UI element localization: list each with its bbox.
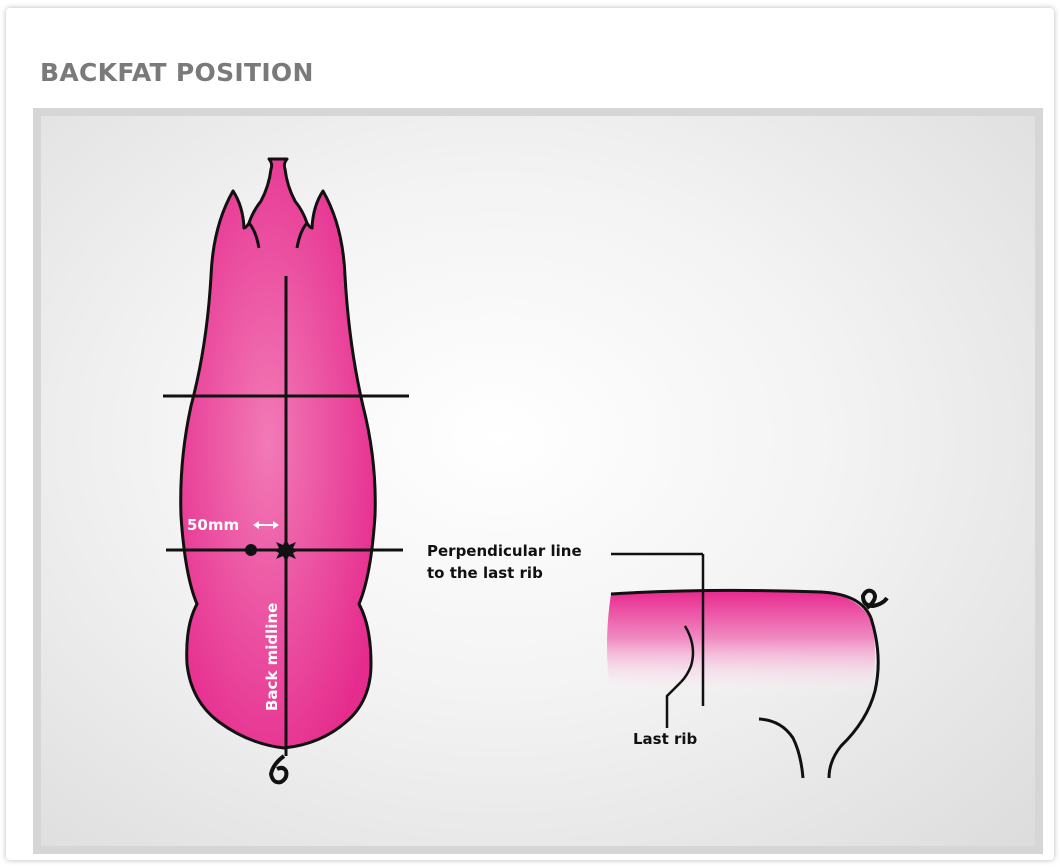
diagram-panel: 50mm Back midline Perpendicular line to … bbox=[33, 108, 1043, 854]
side-belly-curve bbox=[759, 719, 803, 778]
measurement-point-dot bbox=[245, 544, 257, 556]
measure-50mm-label: 50mm bbox=[187, 516, 239, 534]
perpendicular-label-line1: Perpendicular line bbox=[427, 542, 582, 560]
last-rib-label: Last rib bbox=[633, 730, 698, 748]
tail-curl-side bbox=[863, 591, 887, 608]
tail-curl-top bbox=[271, 756, 286, 782]
perpendicular-label-line2: to the last rib bbox=[427, 564, 543, 582]
carcass-side-view bbox=[607, 590, 875, 698]
backfat-diagram: 50mm Back midline Perpendicular line to … bbox=[41, 116, 1035, 846]
page-title: BACKFAT POSITION bbox=[40, 58, 314, 87]
back-midline-label: Back midline bbox=[263, 603, 281, 711]
midline-intersection-star bbox=[273, 539, 299, 562]
